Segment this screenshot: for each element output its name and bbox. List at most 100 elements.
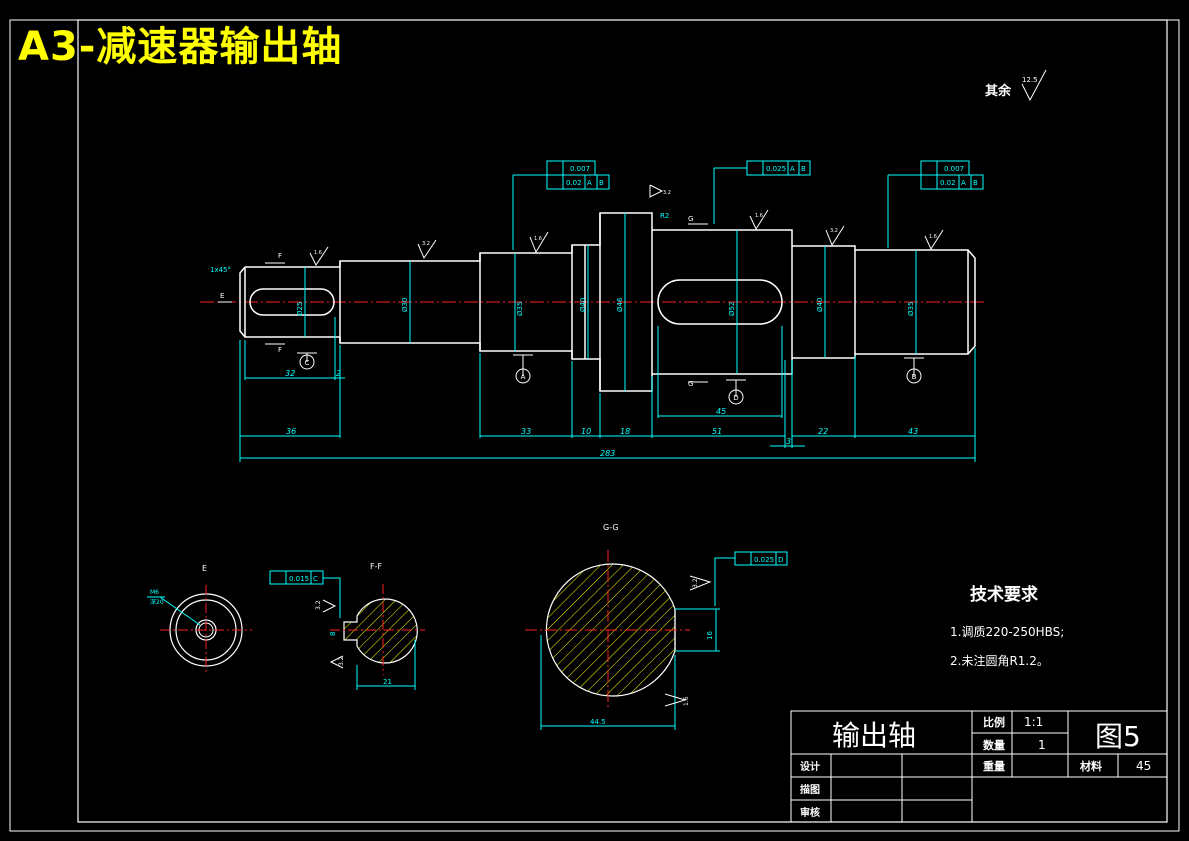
- dia-40-right: Ø40: [816, 298, 824, 312]
- scale-label: 比例: [983, 715, 1005, 729]
- len-36: 36: [286, 427, 296, 436]
- dia-35-right: Ø35: [907, 302, 915, 316]
- chamfer-left: 1x45°: [210, 266, 231, 274]
- len-10: 10: [581, 427, 591, 436]
- e-hole-depth: 深20: [150, 598, 164, 606]
- tol-left-r1: 0.007: [570, 165, 590, 173]
- view-gg-label: G-G: [603, 523, 619, 532]
- quantity-label: 数量: [983, 738, 1005, 752]
- datum-b: B: [912, 373, 917, 381]
- gg-tol-value: 0.025: [754, 556, 774, 564]
- tolerance-frame-text: 0.007 0.02 A B 0.025 A B 0.007 0.02 A B: [566, 165, 978, 187]
- surface-note-value: 12.5: [1022, 76, 1038, 84]
- diameter-dimensions: [304, 213, 917, 391]
- part-name: 输出轴: [832, 719, 916, 752]
- requirement-2: 2.未注圆角R1.2。: [950, 653, 1049, 668]
- gg-tol-ref: D: [778, 556, 783, 564]
- tolerance-frame-lines: [512, 160, 984, 250]
- e-hole-thread: M6: [150, 589, 159, 596]
- section-letters: F F E G G: [220, 215, 693, 388]
- section-ff: F-F 0.015 C 21 8 3.2 3.2: [269, 562, 425, 690]
- ra-6: 1.6: [929, 234, 937, 240]
- len-283: 283: [600, 449, 615, 458]
- ra-1: 1.6: [314, 250, 322, 256]
- shaft-outline: [239, 212, 976, 392]
- surface-finish-note: 其余 12.5: [985, 69, 1047, 102]
- quantity-value: 1: [1038, 738, 1046, 752]
- ff-tol-ref: C: [313, 575, 318, 583]
- dia-40-left: Ø40: [579, 298, 587, 312]
- scale-value: 1:1: [1024, 715, 1043, 729]
- figure-number: 图5: [1095, 720, 1141, 753]
- section-gg: G-G 0.025 D 16 44.5 3.2 1.6: [525, 523, 788, 730]
- len-51: 51: [712, 427, 722, 436]
- tol-mid-a: A: [790, 165, 795, 173]
- fillet-shoulder: R2: [660, 212, 669, 220]
- ff-ra-bottom: 3.2: [338, 656, 345, 666]
- len-32: 32: [285, 369, 295, 378]
- section-e: E: [220, 292, 224, 300]
- section-f-bottom: F: [278, 346, 282, 354]
- datum-c: C: [305, 359, 310, 367]
- tol-left-b: B: [599, 179, 604, 187]
- requirement-1: 1.调质220-250HBS;: [950, 625, 1064, 639]
- section-g-top: G: [688, 215, 693, 223]
- dia-35-left: Ø35: [516, 302, 524, 316]
- weight-label: 重量: [983, 759, 1005, 773]
- view-e-label: E: [202, 564, 207, 573]
- datum-d: D: [733, 394, 738, 402]
- tol-right-a: A: [961, 179, 966, 187]
- length-labels: 32 2 36 33 10 18 51 3 22 43 45 283: [285, 369, 918, 458]
- len-45: 45: [716, 407, 726, 416]
- length-dimension-lines: [239, 317, 976, 462]
- design-label: 设计: [800, 760, 820, 773]
- view-ff-label: F-F: [370, 562, 382, 571]
- tol-left-a: A: [587, 179, 592, 187]
- surface-note-label: 其余: [985, 83, 1012, 99]
- datum-symbols: [297, 352, 924, 405]
- title-block-grid: [790, 710, 1168, 823]
- drawing-headline: A3-减速器输出轴: [18, 24, 343, 70]
- tol-mid-value: 0.025: [766, 165, 786, 173]
- len-3: 3: [786, 437, 791, 446]
- section-marks: [218, 223, 708, 383]
- section-g-bottom: G: [688, 380, 693, 388]
- technical-requirements: 技术要求 1.调质220-250HBS; 2.未注圆角R1.2。: [950, 584, 1064, 668]
- material-value: 45: [1136, 759, 1151, 773]
- len-22: 22: [818, 427, 828, 436]
- gg-key-height: 16: [706, 631, 714, 640]
- gg-ra-top: 3.2: [692, 578, 699, 588]
- ra-5: 3.2: [830, 228, 838, 234]
- dia-52: Ø52: [728, 302, 736, 316]
- shaft-roughness-symbols: [309, 184, 944, 266]
- outer-border: [9, 19, 1180, 832]
- len-2: 2: [336, 369, 341, 378]
- gg-width: 44.5: [590, 718, 606, 726]
- drawing-label: 描图: [800, 783, 820, 796]
- tol-right-r2: 0.02: [940, 179, 956, 187]
- review-label: 审核: [800, 806, 820, 819]
- tol-mid-b: B: [801, 165, 806, 173]
- tol-right-b: B: [973, 179, 978, 187]
- ra-3: 1.6: [534, 236, 542, 242]
- datum-letters: C A D B: [305, 359, 917, 402]
- len-33: 33: [521, 427, 531, 436]
- tol-right-r1: 0.007: [944, 165, 964, 173]
- ff-depth: 8: [329, 632, 337, 636]
- view-e: E M6 深20: [147, 564, 252, 675]
- ff-width: 21: [383, 678, 392, 686]
- ra-2: 3.2: [422, 241, 430, 247]
- ff-tol-value: 0.015: [289, 575, 309, 583]
- shaft-roughness-values: 1.6 3.2 1.6 1.6 3.2 1.6 3.2: [314, 190, 937, 256]
- title-block-text: 输出轴 比例 1:1 数量 1 图5 设计 描图 审核 重量 材料 45: [800, 715, 1151, 819]
- inner-frame: [77, 19, 1168, 823]
- dia-30: Ø30: [401, 298, 409, 312]
- requirements-title: 技术要求: [970, 584, 1038, 605]
- dia-46: Ø46: [616, 297, 624, 312]
- diameter-labels: Ø30 Ø35 Ø40 Ø46 Ø52 Ø40 Ø35 Ø25: [296, 297, 915, 316]
- ra-4: 1.6: [755, 213, 763, 219]
- section-f-top: F: [278, 252, 282, 260]
- len-43: 43: [908, 427, 918, 436]
- len-18: 18: [620, 427, 630, 436]
